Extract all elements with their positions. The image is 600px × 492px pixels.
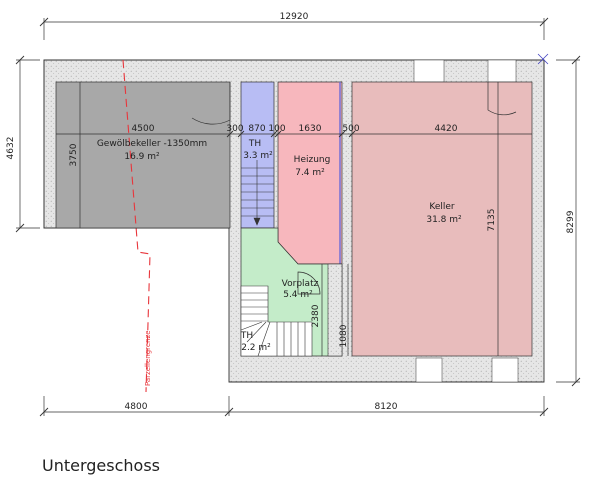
room-area-keller: 31.8 m² [426, 215, 462, 225]
room-treppenhaus-top [240, 81, 275, 229]
dim-right-total: 8299 [566, 210, 576, 233]
dim-top-total: 12920 [280, 12, 309, 22]
dim-inner-1080: 1080 [339, 324, 349, 347]
corner-mark [537, 53, 549, 65]
dim-inner-500: 500 [342, 124, 359, 134]
doors [191, 82, 517, 295]
dim-inner-100: 100 [268, 124, 285, 134]
parcel-boundary-label: Parzellengrenze [144, 330, 152, 386]
room-label-vorplatz: Vorplatz [282, 279, 319, 289]
dim-inner-4420: 4420 [435, 124, 458, 134]
stairs-upper [241, 160, 274, 226]
dim-bottom-left: 4800 [125, 402, 148, 412]
room-area-vorplatz: 5.4 m² [283, 290, 313, 300]
room-label-keller: Keller [429, 202, 455, 212]
dim-left-total: 4632 [6, 137, 16, 160]
room-label-th-bottom: TH [240, 331, 253, 341]
room-keller [351, 81, 533, 357]
room-gewoelbekeller [55, 81, 231, 229]
dimension-lines [15, 17, 581, 417]
stairs-lower [240, 285, 313, 357]
room-label-heizung: Heizung [294, 155, 331, 165]
dim-inner-1630: 1630 [299, 124, 322, 134]
dim-inner-870: 870 [248, 124, 265, 134]
plan-title: Untergeschoss [42, 456, 160, 475]
parcel-boundary: Parzellengrenze [122, 59, 152, 393]
dim-bottom-right: 8120 [375, 402, 398, 412]
dim-inner-2380: 2380 [311, 304, 321, 327]
room-area-gewoelbekeller: 16.9 m² [124, 152, 160, 162]
dim-inner-3750: 3750 [69, 143, 79, 166]
room-area-heizung: 7.4 m² [295, 168, 325, 178]
room-area-th-top: 3.3 m² [243, 151, 273, 161]
dim-inner-7135: 7135 [487, 209, 497, 232]
dim-inner-4500: 4500 [132, 124, 155, 134]
room-label-th-top: TH [248, 139, 261, 149]
room-area-th-bottom: 2.2 m² [241, 343, 271, 353]
dim-inner-300: 300 [226, 124, 243, 134]
room-label-gewoelbekeller: Gewölbekeller -1350mm [97, 139, 207, 149]
